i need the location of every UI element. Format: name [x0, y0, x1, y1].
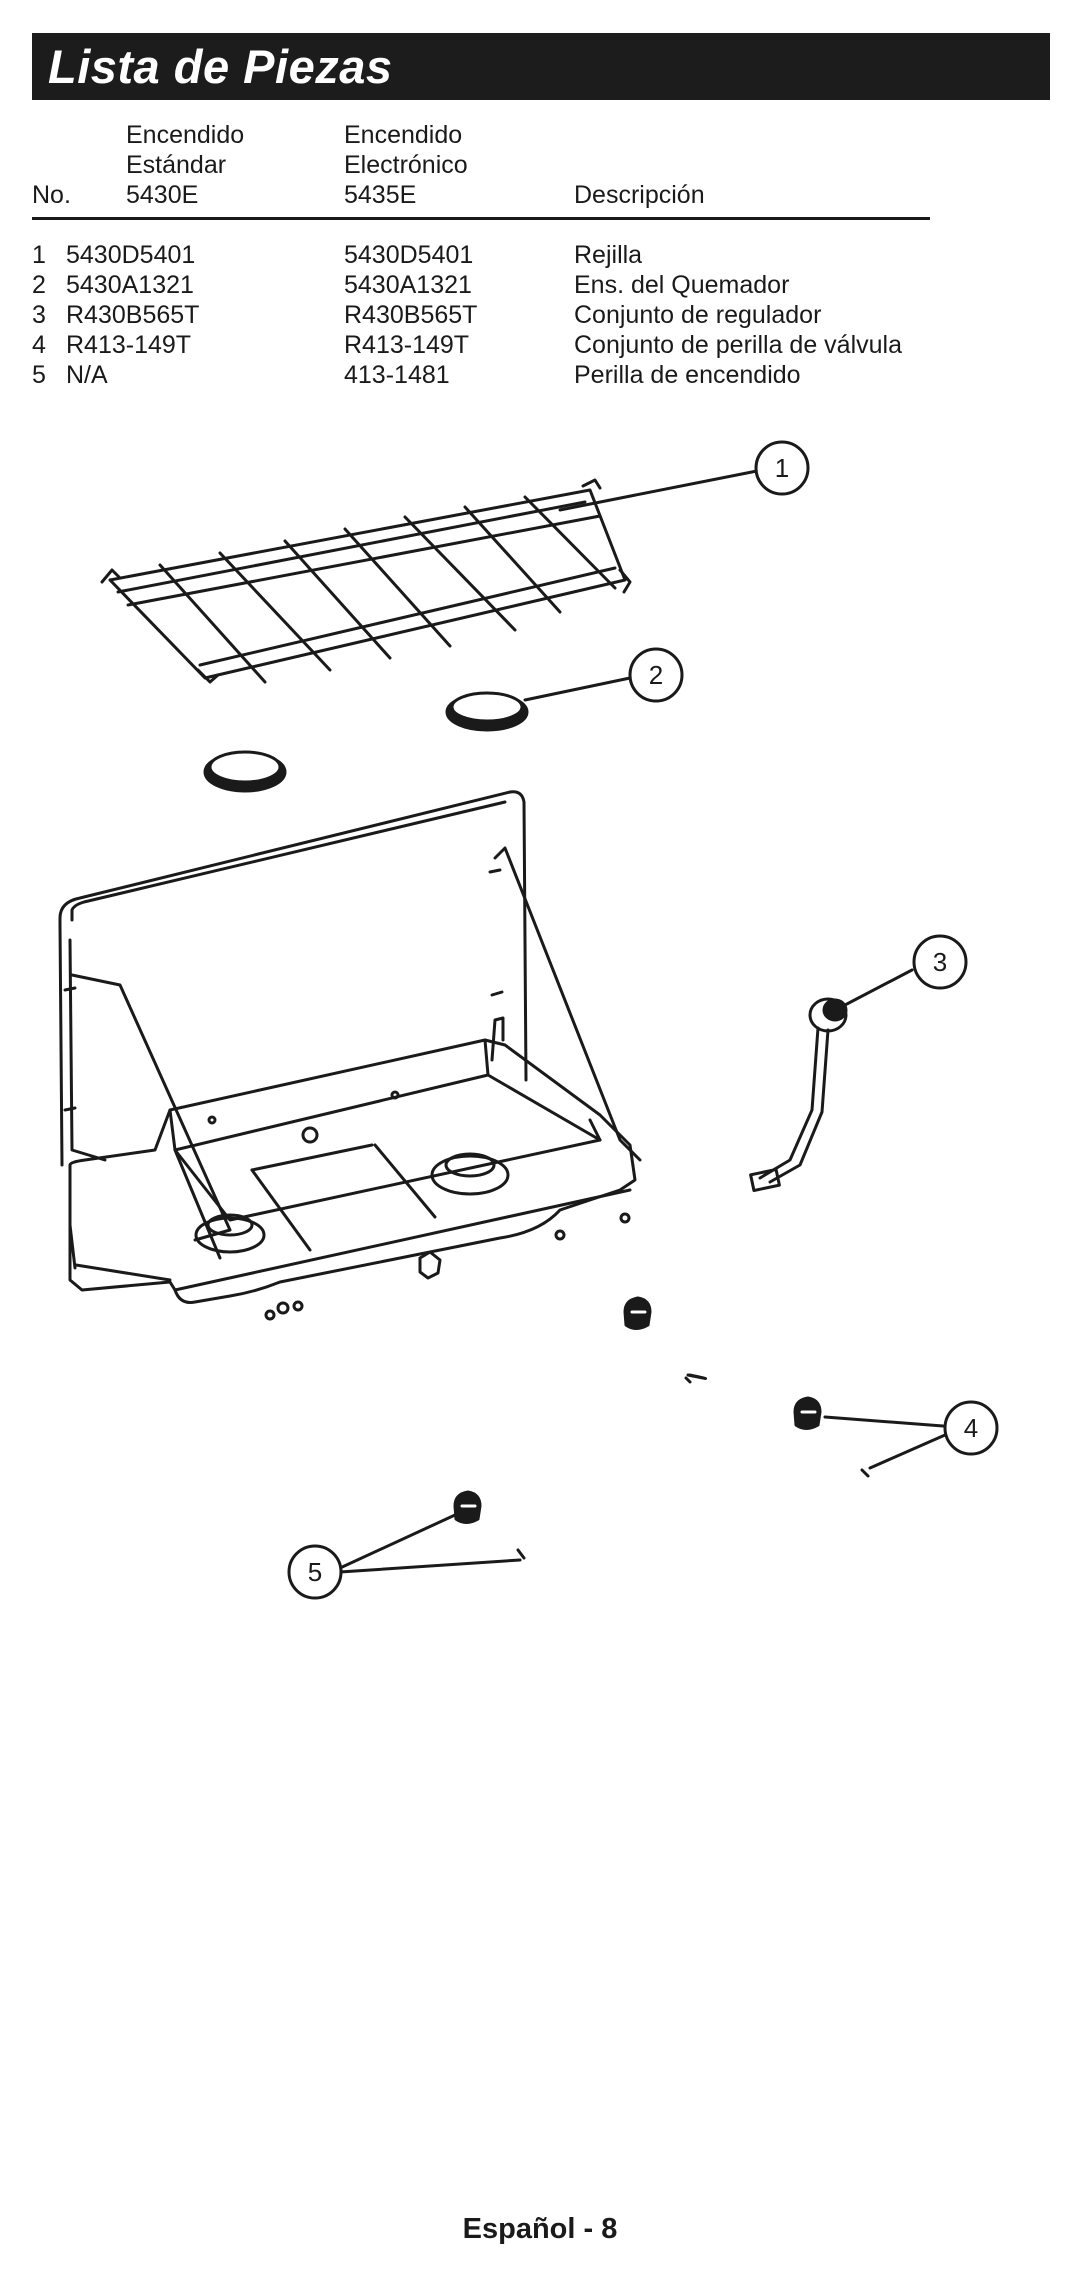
- row-no: 5: [32, 361, 46, 389]
- callout-circle-4: [943, 1400, 999, 1456]
- page-title: Lista de Piezas: [48, 40, 393, 93]
- row-electronic: 5430D5401: [344, 241, 474, 269]
- table-row: 1 5430D5401 5430D5401 Rejilla: [32, 240, 930, 270]
- header-electronic-model: 5435E: [344, 181, 417, 209]
- row-description: Rejilla: [574, 241, 643, 269]
- regulator-illustration: [749, 968, 914, 1193]
- page-footer: Español - 8: [462, 2213, 618, 2245]
- ignition-knob-illustration: [338, 1490, 526, 1574]
- row-description: Conjunto de regulador: [574, 301, 822, 329]
- callout-number: 1: [775, 453, 789, 483]
- callout-circle-5: [287, 1544, 343, 1600]
- row-description: Conjunto de perilla de válvula: [574, 331, 902, 359]
- header-no: No.: [32, 181, 71, 209]
- callout-circles: [287, 440, 999, 1600]
- row-description: Perilla de encendido: [574, 361, 801, 389]
- header-standard-line1: Encendido: [126, 121, 245, 149]
- callout-number: 4: [964, 1413, 978, 1443]
- callout-number: 2: [649, 660, 663, 690]
- page-title-bar: Lista de Piezas: [32, 33, 1050, 100]
- row-standard: 5430D5401: [66, 241, 196, 269]
- header-rule: [32, 217, 930, 220]
- row-standard: R430B565T: [66, 301, 200, 329]
- row-electronic: 5430A1321: [344, 271, 472, 299]
- header-electronic-line1: Encendido: [344, 121, 463, 149]
- table-row: 2 5430A1321 5430A1321 Ens. del Quemador: [32, 270, 930, 300]
- callout-circle-3: [912, 934, 968, 990]
- table-row: 5 N/A 413-1481 Perilla de encendido: [32, 360, 930, 390]
- row-no: 3: [32, 301, 46, 329]
- callout-circle-2: [628, 647, 684, 703]
- row-no: 2: [32, 271, 46, 299]
- row-standard: 5430A1321: [66, 271, 194, 299]
- row-electronic: 413-1481: [344, 361, 450, 389]
- grate-illustration: [100, 468, 764, 684]
- row-electronic: R413-149T: [344, 331, 470, 359]
- row-electronic: R430B565T: [344, 301, 478, 329]
- row-standard: N/A: [66, 361, 108, 389]
- table-row: 3 R430B565T R430B565T Conjunto de regula…: [32, 300, 930, 330]
- row-no: 4: [32, 331, 46, 359]
- callout-number: 5: [308, 1557, 322, 1587]
- burner-illustration: [203, 676, 632, 793]
- exploded-parts-diagram: 1 2 3 4 5: [58, 440, 999, 1600]
- callout-number: 3: [933, 947, 947, 977]
- header-standard-line2: Estándar: [126, 151, 227, 179]
- callout-circle-1: [754, 440, 810, 496]
- valve-knob-illustration: [623, 1296, 947, 1478]
- stove-illustration: [58, 790, 642, 1321]
- header-standard-model: 5430E: [126, 181, 199, 209]
- row-no: 1: [32, 241, 46, 269]
- table-row: 4 R413-149T R413-149T Conjunto de perill…: [32, 330, 930, 360]
- row-description: Ens. del Quemador: [574, 271, 790, 299]
- header-description: Descripción: [574, 181, 705, 209]
- row-standard: R413-149T: [66, 331, 192, 359]
- header-electronic-line2: Electrónico: [344, 151, 468, 179]
